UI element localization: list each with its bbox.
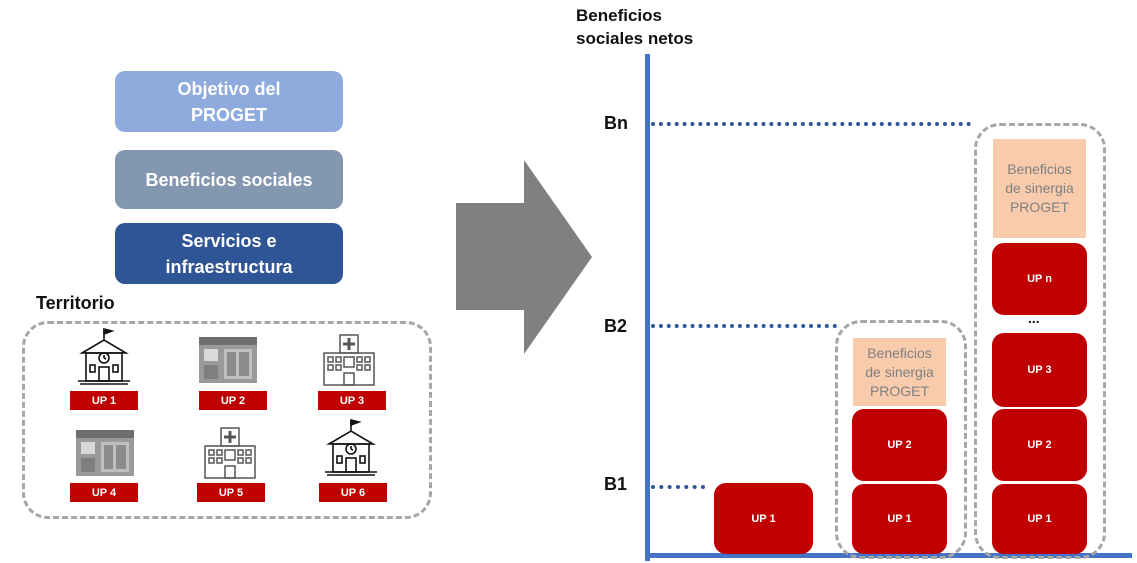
ellipsis: ... bbox=[1028, 310, 1040, 326]
territory-title: Territorio bbox=[36, 293, 115, 313]
unit-block: UP n bbox=[992, 243, 1087, 315]
level-label-b1: B1 bbox=[604, 474, 628, 494]
level-line-b1 bbox=[651, 485, 705, 489]
synergy-benefits-box: Beneficios de sinergia PROGET bbox=[853, 338, 946, 406]
services-infrastructure-box: Servicios e infraestructura bbox=[115, 223, 343, 284]
unit-block: UP 2 bbox=[852, 409, 947, 481]
x-axis bbox=[645, 553, 1132, 558]
unit-tag: UP 3 bbox=[318, 391, 386, 410]
y-axis bbox=[645, 54, 650, 561]
synergy-group bbox=[974, 123, 1106, 559]
unit-block: UP 1 bbox=[992, 484, 1087, 554]
level-line-bn bbox=[651, 122, 971, 126]
storefront-icon bbox=[76, 430, 134, 476]
unit-tag: UP 5 bbox=[197, 483, 265, 502]
hospital-icon bbox=[323, 334, 375, 386]
unit-block: UP 1 bbox=[714, 483, 813, 554]
unit-tag: UP 6 bbox=[319, 483, 387, 502]
unit-block: UP 1 bbox=[852, 484, 947, 554]
unit-tag: UP 4 bbox=[70, 483, 138, 502]
territory-box bbox=[22, 321, 432, 519]
synergy-group bbox=[835, 320, 967, 559]
storefront-icon bbox=[199, 337, 257, 383]
unit-block: UP 2 bbox=[992, 409, 1087, 481]
hospital-icon bbox=[204, 427, 256, 479]
y-axis-label: Beneficios sociales netos bbox=[576, 6, 694, 48]
right-arrow-icon bbox=[456, 160, 592, 354]
level-label-b2: B2 bbox=[604, 316, 628, 336]
level-label-bn: Bn bbox=[604, 113, 628, 133]
unit-tag: UP 1 bbox=[70, 391, 138, 410]
unit-block: UP 3 bbox=[992, 333, 1087, 407]
school-icon bbox=[78, 327, 130, 385]
unit-tag: UP 2 bbox=[199, 391, 267, 410]
synergy-benefits-box: Beneficios de sinergia PROGET bbox=[993, 139, 1086, 238]
school-icon bbox=[325, 418, 377, 476]
social-benefits-box: Beneficios sociales bbox=[115, 150, 343, 209]
level-line-b2 bbox=[651, 324, 837, 328]
objective-box: Objetivo del PROGET bbox=[115, 71, 343, 132]
